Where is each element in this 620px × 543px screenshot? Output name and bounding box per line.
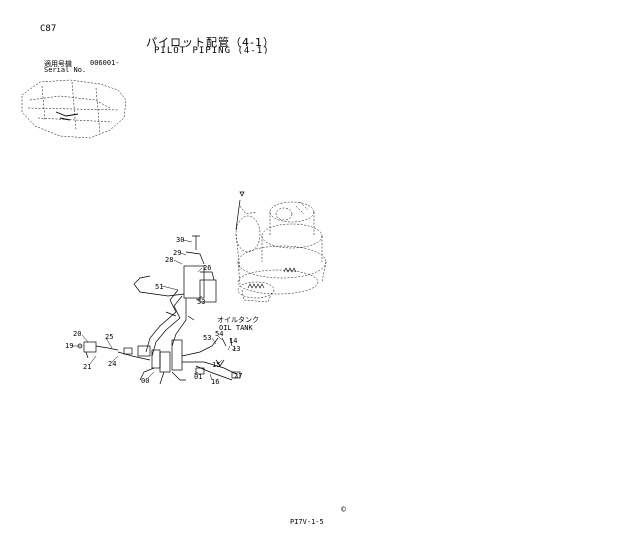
part-label-21: 21 (83, 363, 91, 371)
thumbnail-highlight (55, 111, 79, 121)
title-english: PILOT PIPING (4-1) (154, 46, 270, 56)
serial-label-english: Serial No. (44, 66, 87, 74)
serial-value: 006001- (90, 59, 120, 67)
machine-thumbnail (21, 79, 127, 139)
page-footer-code: PI7V-1-5 (290, 518, 324, 526)
oil-tank-label-en: OIL TANK (219, 324, 254, 332)
page-code: C87 (40, 24, 57, 34)
part-label-00: 00 (141, 377, 149, 385)
part-label-14: 14 (229, 337, 237, 345)
part-label-53-lower: 53 (203, 334, 211, 342)
serial-label-japanese: 適用号機 (44, 60, 72, 68)
part-label-54: 54 (215, 330, 223, 338)
title-japanese: パイロット配管（4-1） (146, 36, 275, 49)
part-label-16: 16 (211, 378, 219, 386)
part-label-01: 01 (194, 373, 202, 381)
part-label-26: 26 (203, 264, 211, 272)
part-labels: 30 29 28 26 51 53 20 19 25 21 24 53 54 1… (65, 236, 259, 386)
part-label-28: 28 (165, 256, 173, 264)
part-label-27: 27 (234, 372, 242, 380)
part-label-15: 15 (212, 361, 220, 369)
part-label-25: 25 (105, 333, 113, 341)
part-label-20: 20 (73, 330, 81, 338)
leader-lines (72, 239, 239, 381)
part-label-13: 13 (232, 345, 240, 353)
pump-assembly (235, 201, 327, 303)
part-label-51: 51 (155, 283, 163, 291)
part-label-30: 30 (176, 236, 184, 244)
part-label-19: 19 (65, 342, 73, 350)
pump-teeth (247, 267, 297, 289)
part-label-24: 24 (108, 360, 116, 368)
part-label-29: 29 (173, 249, 181, 257)
part-label-53-upper: 53 (197, 298, 205, 306)
copyright-mark: © (341, 505, 346, 514)
pilot-piping (77, 191, 245, 385)
oil-tank-label-jp: オイルタンク (217, 315, 259, 324)
